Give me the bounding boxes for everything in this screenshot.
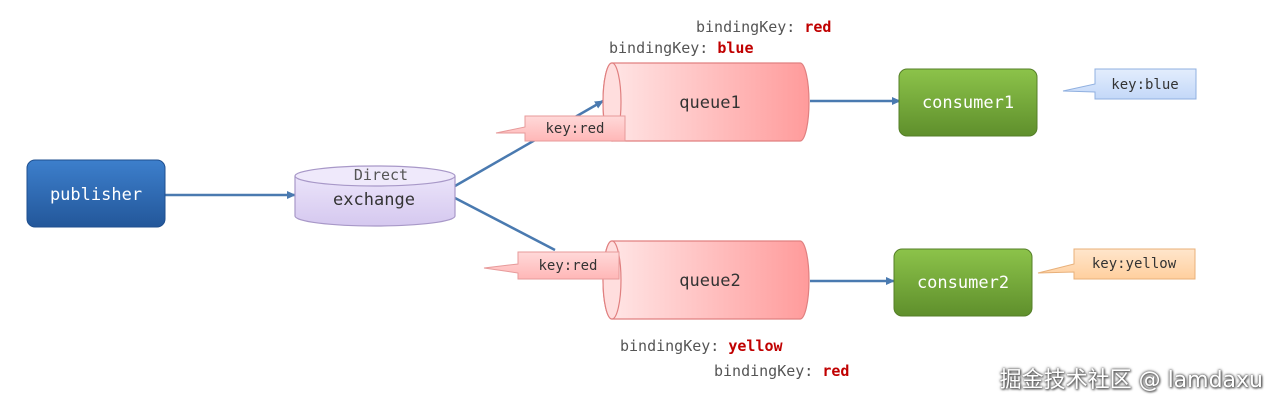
binding-key-queue2-yellow: bindingKey: yellow xyxy=(620,337,783,355)
exchange-label: exchange xyxy=(333,190,415,210)
queue1-node: queue1 xyxy=(602,62,810,142)
binding-key-value: red xyxy=(804,18,832,36)
publisher-node: publisher xyxy=(26,159,166,228)
binding-key-value: red xyxy=(822,362,850,380)
consumer1-key-label: key:blue xyxy=(1111,77,1178,93)
queue1-label: queue1 xyxy=(679,93,740,113)
arrow-exchange-to-queue1 xyxy=(454,99,604,188)
route-key-upper-label: key:red xyxy=(545,121,604,137)
watermark: 掘金技术社区 @ lamdaxu xyxy=(999,368,1263,393)
binding-key-value: yellow xyxy=(728,337,783,355)
queue2-label: queue2 xyxy=(679,271,740,291)
consumer2-key-callout: key:yellow xyxy=(1037,248,1196,280)
route-key-callout-lower: key:red xyxy=(483,251,620,280)
consumer2-key-label: key:yellow xyxy=(1092,256,1177,272)
binding-key-prefix: bindingKey: xyxy=(714,362,823,380)
publisher-label: publisher xyxy=(50,185,142,205)
binding-key-value: blue xyxy=(717,39,754,57)
consumer1-node: consumer1 xyxy=(898,68,1038,137)
exchange-node: Direct exchange xyxy=(294,165,456,227)
arrow-exchange-to-queue2 xyxy=(454,196,556,252)
exchange-type-label: Direct xyxy=(354,166,408,184)
binding-key-prefix: bindingKey: xyxy=(609,39,718,57)
consumer2-label: consumer2 xyxy=(917,273,1009,293)
consumer2-node: consumer2 xyxy=(893,248,1033,317)
binding-key-prefix: bindingKey: xyxy=(620,337,729,355)
binding-key-queue2-red: bindingKey: red xyxy=(714,362,849,380)
binding-key-prefix: bindingKey: xyxy=(696,18,805,36)
consumer1-key-callout: key:blue xyxy=(1062,68,1197,100)
route-key-lower-label: key:red xyxy=(538,258,597,274)
queue2-node: queue2 xyxy=(602,240,810,320)
binding-key-queue1-blue: bindingKey: blue xyxy=(609,39,754,57)
binding-key-queue1-red: bindingKey: red xyxy=(696,18,831,36)
route-key-callout-upper: key:red xyxy=(495,115,626,142)
consumer1-label: consumer1 xyxy=(922,93,1014,113)
